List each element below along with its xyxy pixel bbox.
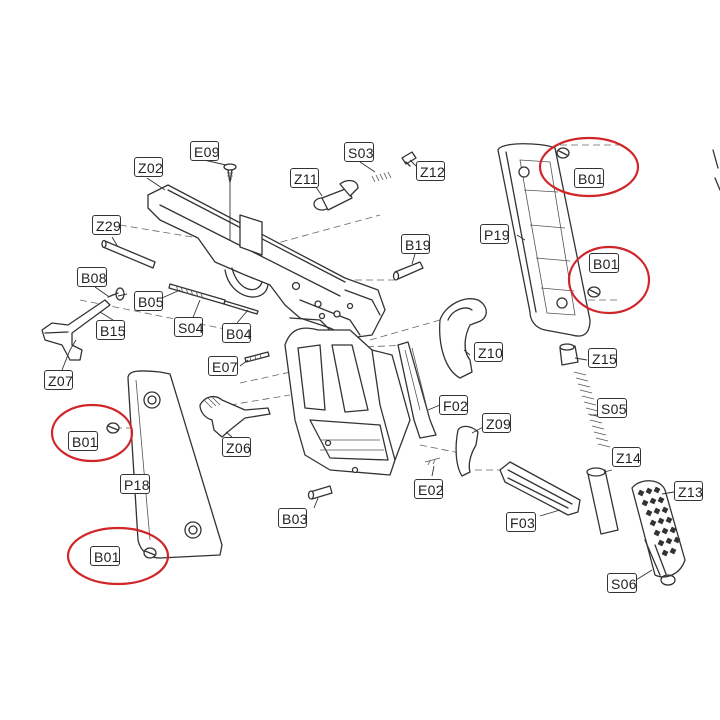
label-s06: S06 [607,573,637,593]
label-p18: P18 [120,474,150,494]
label-b01-left-top: B01 [68,431,98,451]
label-z02: Z02 [134,157,163,177]
grip-safety-part-z10 [439,298,487,379]
label-z07: Z07 [44,370,73,390]
pin-part-b03 [307,485,333,500]
label-b05: B05 [134,291,164,311]
label-b01-right-bottom: B01 [589,253,619,273]
assembly-axis-line [419,444,471,456]
label-z06: Z06 [222,437,251,457]
label-z09: Z09 [482,413,511,433]
pin-part-z29 [101,239,156,269]
label-f03: F03 [506,512,536,532]
assembly-axis-line [269,214,381,246]
label-z14: Z14 [612,447,641,467]
label-z10: Z10 [474,342,503,362]
cropped-part-edge [712,149,720,191]
label-s04: S04 [174,317,204,337]
plunger-part-z15 [559,343,611,448]
label-b15: B15 [96,320,126,340]
label-z29: Z29 [92,215,121,235]
grip-panel-part-p19 [497,143,591,337]
label-z12: Z12 [416,161,445,181]
label-b08: B08 [77,267,107,287]
label-z11: Z11 [290,168,319,188]
highlight-circle [66,526,170,586]
sear-spring-part-f02 [397,341,437,439]
assembly-axis-line [229,394,291,406]
highlight-circle [538,136,640,198]
label-e07: E07 [208,356,238,376]
trigger-bow-part-f03 [499,461,581,516]
label-p19: P19 [480,224,510,244]
guide-rod-spring-group [168,283,259,315]
label-z13: Z13 [674,481,703,501]
label-f02: F02 [439,395,468,415]
label-s03: S03 [344,142,374,162]
label-e02: E02 [414,479,444,499]
label-b19: B19 [401,234,431,254]
screw-part-b01 [556,147,601,298]
highlight-circle [50,403,134,463]
pin-part-b19 [392,261,424,281]
pin-part-e07 [244,351,270,363]
trigger-part-z09 [424,425,479,477]
label-s05: S05 [597,398,627,418]
label-b03: B03 [278,508,308,528]
grip-panel-part-p18 [127,370,223,559]
firing-pin-part-z11 [313,151,417,211]
assembly-axis-line [369,319,441,341]
frame-grip-section [284,327,411,476]
screw-part-b01 [106,422,157,559]
label-b04: B04 [222,323,252,343]
label-e09: E09 [190,141,220,161]
screw-part-e09 [223,163,237,240]
hammer-part-z06 [199,395,271,438]
mainspring-housing-part-z13 [631,480,686,586]
housing-part-z14 [586,467,619,535]
label-b01-right-top: B01 [574,168,604,188]
slide-stop-part-z07 [41,287,125,361]
frame-part-z02 [147,184,386,339]
label-z15: Z15 [588,348,617,368]
highlight-circle [567,245,651,315]
label-b01-left-bottom: B01 [90,546,120,566]
